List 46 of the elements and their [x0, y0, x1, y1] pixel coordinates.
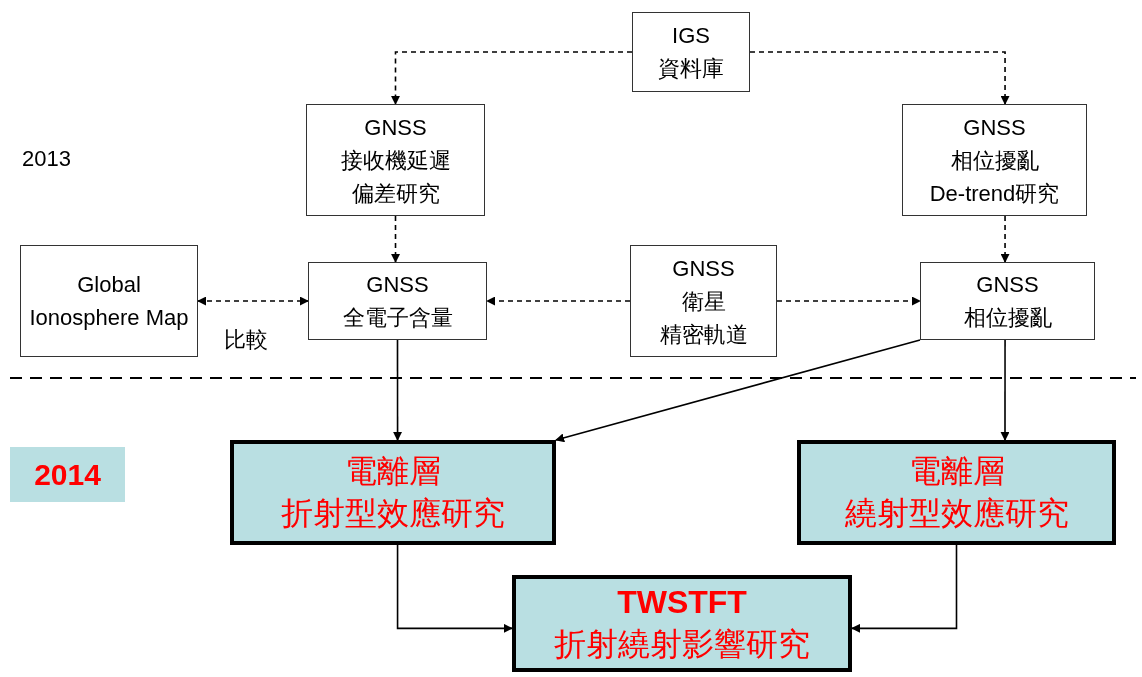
box-text: GNSS [976, 271, 1039, 299]
process-box [920, 262, 1095, 340]
dashed-arrow [776, 296, 921, 306]
box-text: De-trend研究 [929, 179, 1060, 208]
box-text: 衛星 [681, 287, 726, 316]
arrow [396, 544, 513, 633]
box-text: 電離層 [345, 451, 441, 491]
box-text: 相位擾亂 [950, 146, 1039, 175]
box-text: GNSS [366, 271, 429, 299]
highlight-box [230, 440, 556, 545]
box-text: GNSS [364, 113, 427, 142]
box-text: 精密軌道 [659, 320, 748, 349]
dashed-arrow [486, 296, 631, 306]
highlight-box [512, 575, 852, 672]
box-text: TWSTFT [617, 582, 747, 622]
box-text: 偏差研究 [351, 179, 440, 208]
box-text: 全電子含量 [342, 304, 453, 332]
dashed-arrow [391, 51, 633, 105]
box-text: 2014 [34, 457, 101, 492]
box-text: GNSS [672, 254, 735, 283]
arrow [393, 339, 403, 441]
box-text: IGS [672, 22, 710, 50]
process-box [306, 104, 485, 216]
process-box [632, 12, 750, 92]
dashed-arrow [197, 296, 309, 306]
box-text: 相位擾亂 [963, 304, 1052, 332]
box-text: Global Ionosphere Map [28, 271, 190, 332]
arrow [1000, 339, 1010, 441]
process-box [902, 104, 1087, 216]
box-text: GNSS [963, 113, 1026, 142]
box-text: 折射型效應研究 [281, 493, 505, 533]
arrow [555, 339, 921, 443]
process-box [630, 245, 777, 357]
dashed-arrow [749, 51, 1010, 105]
box-text: 折射繞射影響研究 [554, 624, 810, 664]
arrow [851, 544, 958, 633]
highlight-box [797, 440, 1116, 545]
dashed-arrow [391, 215, 401, 263]
box-text: 電離層 [908, 451, 1005, 491]
process-box [20, 245, 198, 357]
dashed-arrow [1000, 215, 1010, 263]
box-text: 接收機延遲 [340, 146, 451, 175]
box-text: 繞射型效應研究 [844, 493, 1069, 533]
box-text: 資料庫 [658, 55, 724, 83]
process-box [308, 262, 487, 340]
year-badge [10, 447, 125, 502]
